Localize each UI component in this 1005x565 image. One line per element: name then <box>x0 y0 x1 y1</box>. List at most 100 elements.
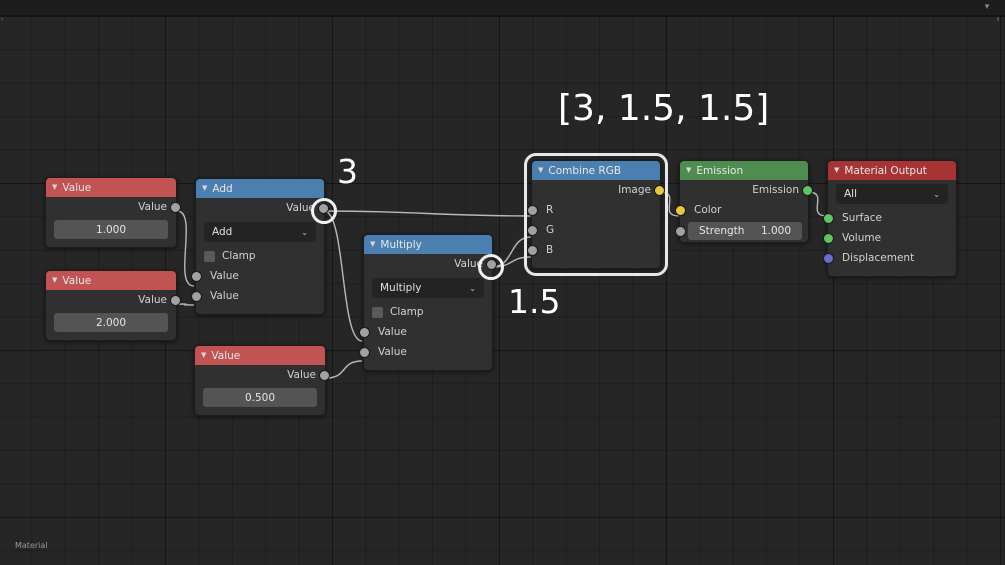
dropdown-value: Multiply <box>380 282 422 294</box>
value-number-field[interactable]: 1.000 <box>54 220 168 239</box>
node-title: Value <box>62 181 92 194</box>
input-socket-row-value-0[interactable]: Value <box>191 266 324 286</box>
node-header-combine-rgb[interactable]: ▼Combine RGB <box>532 161 660 180</box>
socket-label: Image <box>618 184 651 196</box>
socket-value-input[interactable] <box>359 327 370 338</box>
socket-label: Value <box>287 369 316 381</box>
dropdown-material-output[interactable]: All⌄ <box>836 184 948 204</box>
socket-value-output[interactable] <box>170 202 181 213</box>
collapse-triangle-icon[interactable]: ▼ <box>834 166 840 174</box>
socket-emission-output[interactable] <box>802 185 813 196</box>
input-socket-row-value-1[interactable]: Value <box>359 342 492 362</box>
clamp-label: Clamp <box>222 250 256 262</box>
chevron-down-icon[interactable]: ⌄ <box>469 283 476 293</box>
output-socket-row-value[interactable]: Value <box>46 197 181 217</box>
value-number-field[interactable]: 0.500 <box>203 388 317 407</box>
node-bottom-padding <box>828 268 956 276</box>
collapse-triangle-icon[interactable]: ▼ <box>52 276 58 284</box>
output-socket-row-value[interactable]: Value <box>46 290 181 310</box>
chevron-down-icon[interactable]: ⌄ <box>933 189 940 199</box>
socket-label: Value <box>286 202 315 214</box>
dropdown-math-multiply[interactable]: Multiply ⌄ <box>372 278 484 298</box>
node-header-value-1[interactable]: ▼ Value <box>46 178 176 197</box>
collapse-triangle-icon[interactable]: ▼ <box>201 351 207 359</box>
clamp-checkbox[interactable] <box>372 306 383 318</box>
socket-image-output[interactable] <box>654 185 665 196</box>
area-corner-handle-right[interactable]: ‹ <box>996 14 1000 25</box>
socket-value-input[interactable] <box>191 271 202 282</box>
clamp-checkbox-row[interactable]: Clamp <box>364 302 492 322</box>
node-title: Value <box>211 349 241 362</box>
socket-value-output[interactable] <box>319 370 330 381</box>
input-socket-row-g-1[interactable]: G <box>527 220 660 240</box>
clamp-checkbox-row[interactable]: Clamp <box>196 246 324 266</box>
socket-color-input[interactable] <box>675 205 686 216</box>
node-header-value-2[interactable]: ▼Value <box>46 271 176 290</box>
socket-label: Value <box>138 201 167 213</box>
collapse-triangle-icon[interactable]: ▼ <box>686 166 692 174</box>
output-socket-row-value[interactable]: Value <box>364 254 497 274</box>
socket-value-output[interactable] <box>486 259 497 270</box>
socket-r-input[interactable] <box>527 205 538 216</box>
collapse-triangle-icon[interactable]: ▼ <box>52 183 58 191</box>
input-socket-row-displacement-2[interactable]: Displacement <box>823 248 956 268</box>
socket-strength-input[interactable] <box>675 226 686 237</box>
socket-value-output[interactable] <box>318 203 329 214</box>
input-socket-row-color-0[interactable]: Color <box>675 200 808 220</box>
output-socket-row-emission[interactable]: Emission <box>680 180 813 200</box>
area-corner-handle-left[interactable]: › <box>0 14 4 25</box>
chevron-down-icon[interactable]: ⌄ <box>301 227 308 237</box>
node-header-value-3[interactable]: ▼ Value <box>195 346 325 365</box>
socket-g-input[interactable] <box>527 225 538 236</box>
clamp-checkbox[interactable] <box>204 250 215 262</box>
node-title: Material Output <box>844 164 927 177</box>
collapse-triangle-icon[interactable]: ▼ <box>202 184 208 192</box>
output-socket-row-value[interactable]: Value <box>196 198 329 218</box>
editor-header-bar: ▾ <box>0 0 1005 16</box>
node-header-math-multiply[interactable]: ▼Multiply <box>364 235 492 254</box>
node-header-material-output[interactable]: ▼ Material Output <box>828 161 956 180</box>
dropdown-value: Add <box>212 226 233 238</box>
input-socket-row-value-1[interactable]: Value <box>191 286 324 306</box>
node-header-emission[interactable]: ▼Emission <box>680 161 808 180</box>
input-socket-row-surface-0[interactable]: Surface <box>823 208 956 228</box>
node-header-math-add[interactable]: ▼Add <box>196 179 324 198</box>
input-socket-row-r-0[interactable]: R <box>527 200 660 220</box>
socket-label: G <box>546 224 555 236</box>
socket-label: Surface <box>842 212 883 224</box>
socket-label: Color <box>694 204 722 216</box>
annotation-multiply-result: 1.5 <box>508 282 561 321</box>
socket-value-output[interactable] <box>170 295 181 306</box>
collapse-triangle-icon[interactable]: ▼ <box>538 166 544 174</box>
socket-b-input[interactable] <box>527 245 538 256</box>
input-socket-row-value-0[interactable]: Value <box>359 322 492 342</box>
output-socket-row-value[interactable]: Value <box>195 365 330 385</box>
output-socket-row-image[interactable]: Image <box>532 180 665 200</box>
socket-volume-input[interactable] <box>823 233 834 244</box>
value-number-field[interactable]: 2.000 <box>54 313 168 332</box>
socket-value-input[interactable] <box>359 347 370 358</box>
input-socket-row-b-2[interactable]: B <box>527 240 660 260</box>
dropdown-math-add[interactable]: Add ⌄ <box>204 222 316 242</box>
socket-displacement-input[interactable] <box>823 253 834 264</box>
input-socket-row-volume-1[interactable]: Volume <box>823 228 956 248</box>
socket-value-input[interactable] <box>191 291 202 302</box>
collapse-triangle-icon[interactable]: ▼ <box>370 240 376 248</box>
node-link <box>325 360 363 379</box>
annotation-add-result: 3 <box>337 152 358 191</box>
chevron-down-icon[interactable]: ▾ <box>984 2 990 12</box>
socket-surface-input[interactable] <box>823 213 834 224</box>
